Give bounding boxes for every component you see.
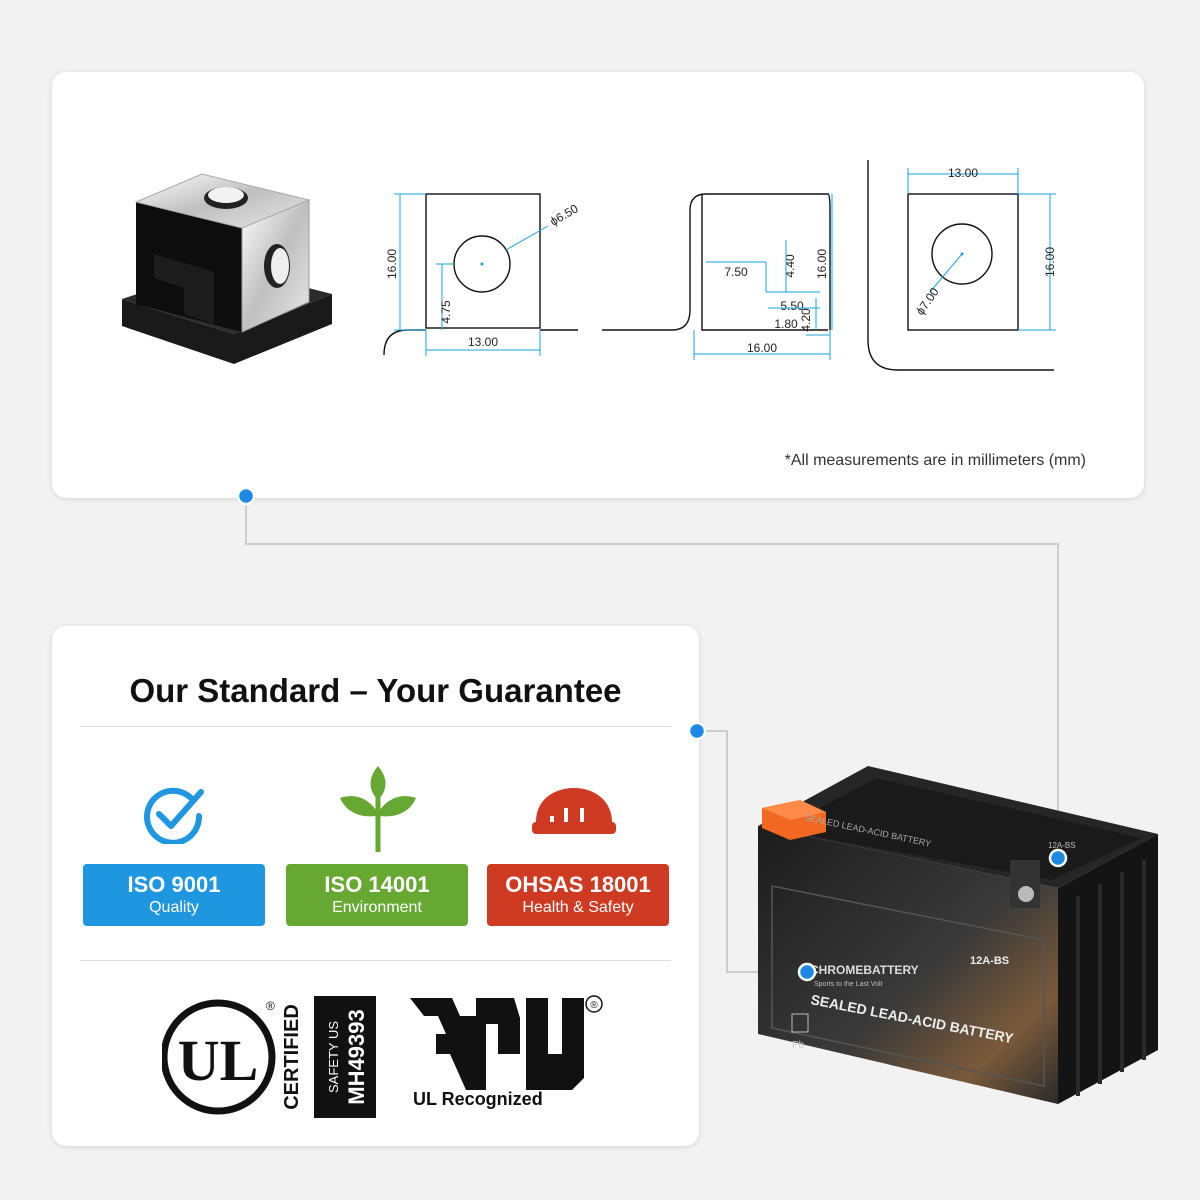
title-divider	[80, 726, 671, 727]
svg-text:®: ®	[590, 1000, 598, 1011]
svg-text:®: ®	[266, 999, 275, 1013]
iso-9001-badge: ISO 9001 Quality	[83, 864, 265, 926]
measurement-unit-note: *All measurements are in millimeters (mm…	[784, 452, 1086, 469]
svg-text:12A-BS: 12A-BS	[970, 955, 1009, 967]
terminal-side-view-drawing: 7.50 4.40 5.50 16.00 4.20 16.00 1.80	[602, 193, 833, 360]
svg-text:SAFETY US: SAFETY US	[326, 1021, 341, 1093]
v3-width-label: 13.00	[948, 166, 978, 180]
v2-width-label: 16.00	[747, 341, 777, 355]
v2-d4-label: 4.20	[799, 308, 813, 332]
leaf-icon	[340, 766, 416, 852]
svg-text:UL: UL	[178, 1028, 259, 1093]
svg-text:MH49393: MH49393	[344, 1009, 369, 1104]
svg-text:Pb: Pb	[792, 1040, 805, 1051]
iso-14001-badge: ISO 14001 Environment	[286, 864, 468, 926]
ul-recognized-mark: ®	[410, 995, 603, 1090]
v2-d3-label: 5.50	[780, 299, 804, 313]
check-circle-icon	[144, 787, 204, 844]
svg-text:CHROMEBATTERY: CHROMEBATTERY	[810, 963, 919, 977]
guarantee-title: Our Standard – Your Guarantee	[129, 672, 622, 709]
svg-text:CERTIFIED: CERTIFIED	[281, 1004, 303, 1110]
v1-offset-label: 4.75	[439, 300, 453, 324]
terminal-3d-render	[122, 173, 332, 364]
ul-certified-mark: UL ® CERTIFIED SAFETY US MH49393	[162, 996, 376, 1118]
v2-d1-label: 7.50	[724, 265, 748, 279]
ohsas-18001-badge: OHSAS 18001 Health & Safety	[487, 864, 669, 926]
v1-width-label: 13.00	[468, 335, 498, 349]
battery-illustration: CHROMEBATTERY Sports to the Last Volt 12…	[758, 766, 1158, 1104]
v1-height-label: 16.00	[385, 249, 399, 279]
v2-height-label: 16.00	[815, 249, 829, 279]
svg-text:12A-BS: 12A-BS	[1048, 841, 1076, 850]
terminal-dimensions-card: 16.00 4.75 13.00 ϕ6.50 7.50 4.40 5.50 16…	[52, 72, 1144, 498]
guarantee-card: Our Standard – Your Guarantee ISO 9001 Q…	[52, 626, 699, 1146]
v3-height-label: 16.00	[1043, 247, 1057, 277]
svg-text:Sports to the Last Volt: Sports to the Last Volt	[814, 981, 883, 988]
badges-divider	[80, 960, 671, 961]
ul-recognized-label: UL Recognized	[413, 1089, 543, 1109]
hard-hat-icon	[532, 788, 616, 834]
v2-d5-label: 1.80	[774, 317, 798, 331]
terminal-top-view-drawing: 13.00 16.00 ϕ7.00	[867, 160, 1057, 371]
terminal-front-view-drawing: 16.00 4.75 13.00 ϕ6.50	[383, 193, 581, 356]
